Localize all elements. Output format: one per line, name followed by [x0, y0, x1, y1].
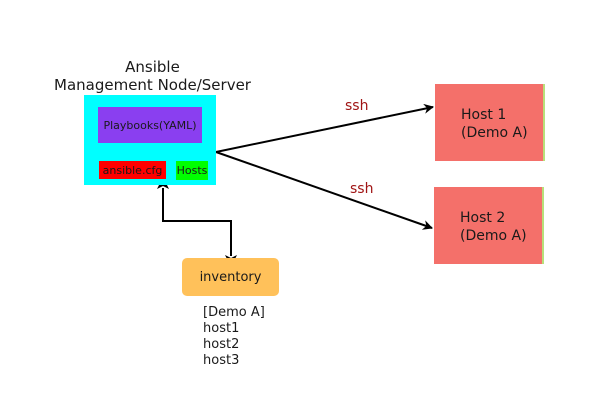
host2-box: Host 2 (Demo A) — [434, 187, 544, 264]
hosts-box: Hosts — [176, 161, 208, 180]
ansible-cfg-label: ansible.cfg — [102, 163, 163, 177]
inventory-group: [Demo A] — [203, 305, 265, 320]
hosts-label: Hosts — [176, 164, 208, 177]
playbooks-label: Playbooks(YAML) — [103, 118, 197, 132]
inventory-link-arrow — [157, 177, 237, 267]
server-title: Ansible Management Node/Server — [40, 58, 265, 94]
inventory-label: inventory — [199, 269, 262, 285]
ssh-arrow-host2 — [215, 151, 433, 230]
inventory-host: host3 — [203, 353, 240, 368]
inventory-host: host1 — [203, 321, 240, 336]
ssh-label-host1: ssh — [345, 98, 369, 114]
host2-name: Host 2 — [460, 210, 506, 226]
ansible-cfg-box: ansible.cfg — [99, 161, 166, 179]
server-title-line2: Management Node/Server — [54, 76, 251, 94]
host2-group: (Demo A) — [460, 228, 527, 244]
ssh-label-host2: ssh — [350, 181, 374, 197]
inventory-host: host2 — [203, 337, 240, 352]
host1-group: (Demo A) — [461, 125, 528, 141]
inventory-box: inventory — [182, 258, 279, 296]
server-title-line1: Ansible — [125, 58, 180, 76]
ssh-arrow-host1 — [215, 103, 434, 153]
host1-name: Host 1 — [461, 107, 507, 123]
playbooks-box: Playbooks(YAML) — [98, 107, 202, 143]
inventory-contents: [Demo A] host1 host2 host3 — [203, 305, 265, 369]
host1-box: Host 1 (Demo A) — [435, 84, 545, 161]
